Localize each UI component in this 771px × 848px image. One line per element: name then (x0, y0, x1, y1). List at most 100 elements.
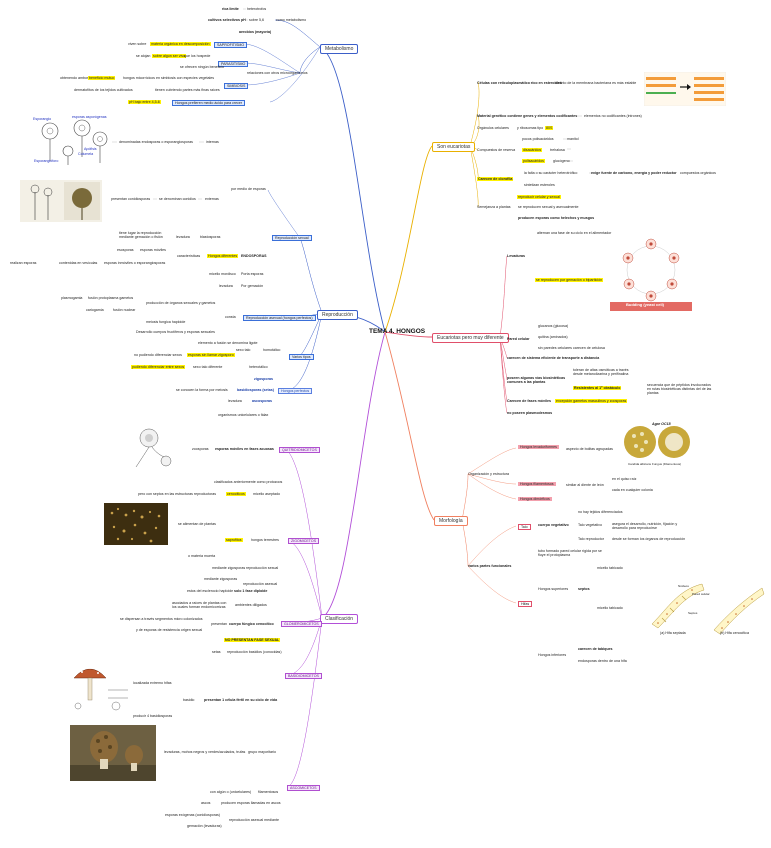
hongos-filamentosos-label[interactable]: Hongos filamentosos (518, 482, 556, 487)
la-falta: la falta o su carácter heterotrófico (524, 171, 578, 175)
hongos-prefieren[interactable]: Hongos prefieren medio ácido para crecer (172, 100, 246, 107)
septos: septos (578, 587, 590, 591)
tienen-cubierta: tienen cubriendo partes más finas raíces (155, 88, 220, 92)
realizan-esporas: realizan esporas (10, 261, 37, 265)
esporas-moviles: esporas móviles (140, 248, 166, 252)
columela-label: Columela (78, 152, 94, 156)
carecen-clorofila: Carecen de clorofila (477, 177, 514, 182)
branch-eucariotas[interactable]: Son eucariotas (432, 142, 476, 152)
como-metabolismo: como metabolismo (276, 18, 307, 22)
reproduccion-sexual-label[interactable]: Reproducción sexual (272, 235, 312, 242)
micelio-septado: micelio tabicado (597, 606, 623, 610)
pared-celular-hifa: Pared celular (692, 592, 710, 596)
branch-metabolismo[interactable]: Metabolismo (320, 44, 359, 54)
hongos-micorricicos: hongos micorrícicos en simbiosis con esp… (123, 76, 215, 80)
branch-clasificacion[interactable]: Clasificación (320, 614, 359, 624)
ascomicetos-label[interactable]: ASCOMICETOS (287, 785, 320, 792)
micelio-mordisco: micelio mordisco (209, 272, 236, 276)
excepcion: excepción gametos masculinos y zoosporas (555, 399, 628, 404)
sobre-algun: sobre algun ser vivo (152, 54, 187, 59)
zigosporas: zigosporas (254, 377, 273, 381)
saprofitismo-label[interactable]: SAPROFITISMO (214, 42, 248, 49)
simbiosis-label[interactable]: SIMBIOSIS (224, 83, 249, 90)
organulos-celulares: Orgánulos celulares (477, 126, 509, 130)
talo-label[interactable]: Talo (518, 524, 531, 531)
asegura: asegura el desarrollo, nutrición, fijaci… (612, 522, 678, 531)
mediante-zigosporas: mediante zigosporas (212, 566, 246, 570)
hongos-levaduriformes-label[interactable]: Hongos levaduriformes (518, 445, 559, 450)
o-materia: o materia muerta (188, 554, 216, 558)
obtienen-ambos: obtenendo ambos (60, 76, 89, 80)
gemacion: gemación (levaduras) (187, 824, 222, 828)
aporta: que los hospede (184, 54, 211, 58)
produccion-organos: producción de órganos sexuales y gametos (146, 301, 216, 305)
alternan-fase: alternan una fase de su ciclo en el alim… (537, 231, 612, 235)
y-esporas: y de esporas de resistencia origen sexua… (136, 628, 203, 632)
branch-diferente[interactable]: Eucariotas pero muy diferente (432, 333, 509, 343)
hongos-dimorficos-label[interactable]: Hongos dimórficos (518, 497, 552, 502)
producir: producir 4 basidiosporas (133, 714, 173, 718)
tiene-lugar: tiene lugar la reproducción mediante gem… (119, 231, 163, 240)
consta: consta (225, 315, 236, 319)
esporas-moviles-fases: esporas móviles en fases acuosas (215, 447, 274, 451)
reproduccion-asexual-label[interactable]: Reproducción asexual (hongos perfectos) (243, 315, 316, 322)
organizacion: Organización y estructura (468, 472, 509, 476)
elemento-fusion: elemento a fusión se denomina ligote (198, 341, 258, 345)
heterotalico: heterotálico (249, 365, 268, 369)
no-pudiendo: no pudiendo diferenciar sexos (134, 353, 182, 357)
hongos-perfectos-label[interactable]: Hongos perfectos (278, 388, 313, 395)
se-reproducen-eu: se reproducen sexual y asexualmente (518, 205, 579, 209)
ascomiceto-photo (70, 725, 156, 781)
presentan-celula: presentan 1 célula fértil en su ciclo de… (204, 698, 278, 702)
relaciones: relaciones con otros microorganismos (247, 71, 308, 75)
esporangioforo-label: Esporangióforo (34, 159, 59, 163)
central-topic[interactable]: TEMA 4. HONGOS (369, 328, 426, 335)
branch-reproduccion[interactable]: Reproducción (317, 310, 358, 320)
exige-fuente: exige fuente de carbono, energía y poder… (591, 171, 677, 175)
solo-fase: solo 1 fase diploide (234, 589, 268, 593)
sexo-talo-2: sexo talo diferente (193, 365, 223, 369)
resistentes: Resistentes al 1º obstáculo (573, 386, 622, 391)
mediante-esporas: mediante zigosporas (204, 577, 238, 581)
basidiomicetos-label[interactable]: BASIDIOMICETOS (285, 673, 322, 680)
ribosomas: y ribosomas tipo (517, 126, 544, 130)
manitol: manitol (567, 137, 579, 141)
reproduccion-asexual-asco: reproducción asexual mediante (229, 818, 279, 822)
fusion-protoplasma: fusión protoplasma gametos (88, 296, 134, 300)
zigomicetos-label[interactable]: ZIGOMICETOS (288, 538, 320, 545)
glomeromicetos-label[interactable]: GLOMEROMICETOS (281, 621, 322, 628)
varios-tipos-label[interactable]: Varios tipos (289, 354, 314, 361)
zoosporas: zoosporas (192, 447, 209, 451)
por-gemacion: Por gemación (241, 284, 264, 288)
meiosis: meiosis fungica haploide (146, 320, 186, 324)
hifas-label[interactable]: Hifas (518, 601, 533, 608)
producen-esporas-asco: producen esporas llamadas en ascos (221, 801, 281, 805)
micelio-aseptado: micelio aseptado (253, 492, 280, 496)
reproduccion-sexual-zigo: reproducción sexual (246, 566, 279, 570)
grupo-mayoritario: grupo mayoritario (248, 750, 276, 754)
hifa-cenocitica-caption: (b) Hifa cenocítica (720, 631, 749, 635)
basidio: basidio (183, 698, 195, 702)
pudiendo: pudiendo diferenciar entre sexos (131, 365, 186, 370)
branch-morfologia[interactable]: Morfología (434, 516, 468, 526)
heterotrofos: heterotrofos (247, 7, 267, 11)
septos-hifa: Septos (688, 611, 698, 615)
elementos-no: elementos no codificantes (intrones) (584, 114, 642, 118)
localizada: localizada extremo hifas (133, 681, 172, 685)
quitridiomicetos-label[interactable]: QUITRIDIOMICETOS (279, 447, 320, 454)
esporas-sin-genotipo: esporas sin llamar zigosporo (187, 353, 235, 358)
parasitismo-label[interactable]: PARASITISMO (218, 61, 249, 68)
levadura-2: levadura (219, 284, 233, 288)
compuestos-organicos: compuestos orgánicos (680, 171, 716, 175)
se-alojan: se alojan (136, 54, 151, 58)
seta-illustration (73, 667, 128, 711)
hifa-septada-caption: (a) Hifa septada (660, 631, 686, 635)
candida-label: Candida albicans (628, 462, 652, 466)
beneficio-mutuo: beneficio mutuo (88, 76, 116, 81)
esporangio-illustration (41, 119, 108, 165)
pocos-polisacaridos: pocos polisacáridos (522, 137, 554, 141)
pero-sin-septos: pero con septos en las estructuras repro… (138, 492, 217, 496)
agar-title: Agar OC18 (652, 422, 671, 426)
ph-bajo: pH bajo entre 4,5-6 (128, 100, 161, 105)
